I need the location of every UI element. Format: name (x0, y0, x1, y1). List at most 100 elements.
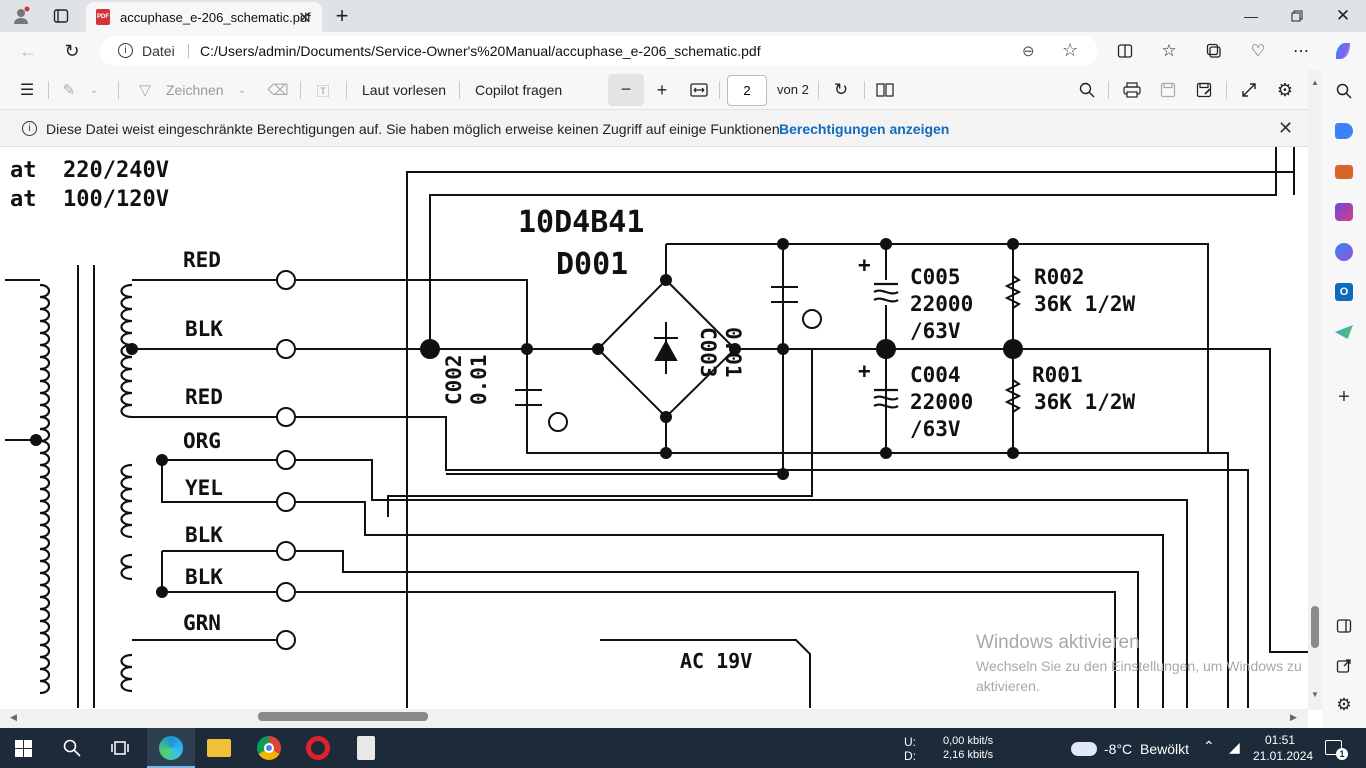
scroll-right-icon[interactable]: ▶ (1290, 712, 1297, 722)
print-icon[interactable] (1121, 79, 1143, 101)
pdf-document-view[interactable]: at 220/240V at 100/120V RED BLK RED ORG … (0, 147, 1308, 709)
fullscreen-icon[interactable] (1238, 79, 1260, 101)
refresh-icon[interactable]: ↻ (64, 40, 80, 61)
net-up-label: U: (904, 735, 916, 749)
weather-cloud-icon[interactable] (1071, 742, 1097, 756)
edge-taskbar-app[interactable] (147, 728, 195, 768)
task-view-icon[interactable] (108, 736, 132, 760)
sidebar-layout-icon[interactable] (1333, 615, 1355, 637)
highlight-dropdown-icon[interactable]: ⌄ (89, 84, 99, 96)
net-down-value: 2,16 kbit/s (943, 749, 994, 761)
clock-time[interactable]: 01:51 (1265, 733, 1296, 747)
close-window-icon[interactable]: ✕ (1335, 6, 1351, 25)
wire-label: BLK (185, 565, 223, 589)
file-explorer-icon[interactable] (207, 739, 231, 757)
vertical-scroll-thumb[interactable] (1311, 606, 1319, 648)
sidebar-settings-icon[interactable]: ⚙ (1336, 695, 1352, 714)
find-icon[interactable] (1076, 79, 1098, 101)
collections-icon[interactable] (1203, 40, 1225, 62)
tab-pdf[interactable]: PDF accuphase_e-206_schematic.pdf ✕ (86, 2, 322, 32)
restore-icon[interactable] (1284, 4, 1310, 28)
favorites-icon[interactable]: ☆ (1161, 41, 1177, 60)
address-row: ← ↻ i Datei C:/Users/admin/Documents/Ser… (0, 32, 1366, 70)
c004-capacitance: 22000 (910, 390, 974, 414)
contents-list-icon[interactable]: ☰ (19, 82, 35, 99)
close-tab-icon[interactable]: ✕ (298, 10, 312, 27)
eraser-icon[interactable]: ⌫ (267, 82, 289, 99)
net-up-value: 0,00 kbit/s (943, 735, 994, 747)
highlight-icon[interactable]: ✎ (62, 82, 76, 99)
taskbar-search-icon[interactable] (60, 736, 84, 760)
permissions-link[interactable]: Berechtigungen anzeigen (779, 121, 950, 137)
schematic-drawing (5, 147, 1308, 708)
open-external-icon[interactable] (1333, 655, 1355, 677)
outlook-icon[interactable]: O (1335, 283, 1353, 301)
scroll-left-icon[interactable]: ◀ (10, 712, 17, 722)
wifi-icon[interactable]: ◢ (1229, 739, 1240, 755)
back-icon[interactable]: ← (19, 40, 37, 61)
horizontal-scroll-thumb[interactable] (258, 712, 428, 721)
draw-button[interactable]: Zeichnen (166, 82, 224, 98)
draw-dropdown-icon[interactable]: ⌄ (237, 84, 247, 96)
settings-gear-icon[interactable]: ⚙ (1276, 79, 1294, 100)
close-infobar-icon[interactable]: ✕ (1278, 118, 1294, 138)
page-number-input[interactable] (727, 75, 767, 106)
opera-icon[interactable] (306, 736, 330, 760)
more-menu-icon[interactable]: ⋯ (1293, 43, 1309, 60)
text-box-icon[interactable]: 🅃 (316, 83, 330, 99)
scroll-up-icon[interactable]: ▲ (1311, 78, 1319, 87)
notifications-icon[interactable] (1325, 740, 1342, 755)
scroll-down-icon[interactable]: ▼ (1311, 690, 1319, 699)
profile-icon[interactable] (8, 4, 34, 28)
copilot-ask-button[interactable]: Copilot fragen (475, 82, 563, 98)
c003-label: C003 (696, 327, 720, 378)
save-icon[interactable] (1157, 79, 1179, 101)
weather-condition[interactable]: Bewölkt (1140, 741, 1190, 757)
vertical-scrollbar[interactable]: ▲ ▼ (1308, 70, 1322, 710)
address-scheme-label: Datei (142, 43, 175, 59)
start-button-icon[interactable] (15, 740, 32, 757)
read-aloud-button[interactable]: Laut vorlesen (362, 82, 447, 98)
tab-title: accuphase_e-206_schematic.pdf (120, 10, 311, 25)
microsoft-365-icon[interactable] (1335, 243, 1353, 261)
zoom-out-icon[interactable]: ⊖ (1022, 43, 1035, 60)
save-as-icon[interactable] (1193, 79, 1215, 101)
weather-temperature[interactable]: -8°C (1104, 741, 1133, 757)
page-view-icon[interactable] (874, 79, 896, 101)
add-sidebar-icon[interactable]: + (1338, 385, 1350, 408)
show-hidden-icons-icon[interactable]: ⌃ (1203, 738, 1215, 754)
address-bar[interactable]: i Datei C:/Users/admin/Documents/Service… (100, 36, 1098, 66)
tab-bar: PDF accuphase_e-206_schematic.pdf ✕ + — … (0, 0, 1366, 32)
draw-icon[interactable]: ▽ (139, 82, 151, 99)
drop-send-icon[interactable] (1335, 325, 1353, 339)
ocr-app-icon[interactable] (357, 736, 375, 760)
chrome-icon[interactable] (257, 736, 281, 760)
favorite-star-icon[interactable]: ☆ (1062, 40, 1079, 60)
info-icon[interactable]: i (118, 43, 133, 58)
address-url[interactable]: C:/Users/admin/Documents/Service-Owner's… (200, 43, 761, 59)
toolbar-divider (300, 81, 301, 99)
rotate-icon[interactable]: ↻ (833, 80, 849, 99)
search-icon[interactable] (1333, 80, 1355, 102)
tab-actions-icon[interactable] (48, 4, 74, 28)
new-tab-icon[interactable]: + (335, 3, 349, 28)
horizontal-scrollbar[interactable]: ◀ ▶ (0, 709, 1308, 728)
browser-essentials-icon[interactable]: ♡ (1250, 43, 1266, 60)
zoom-out-button[interactable]: − (608, 74, 644, 106)
fit-page-icon[interactable] (688, 79, 710, 101)
c002-value: 0.01 (467, 354, 491, 405)
minimize-icon[interactable]: — (1244, 8, 1258, 24)
schematic-voltage-line2: at 100/120V (10, 187, 169, 212)
split-screen-icon[interactable] (1114, 40, 1136, 62)
schematic-voltage-line1: at 220/240V (10, 158, 169, 183)
toolbar-divider (864, 81, 865, 99)
games-icon[interactable] (1335, 203, 1353, 221)
zoom-in-icon[interactable]: + (656, 79, 668, 100)
shopping-tag-icon[interactable] (1335, 123, 1353, 139)
r001-label: R001 (1032, 363, 1083, 387)
copilot-icon[interactable] (1331, 39, 1355, 63)
clock-date[interactable]: 21.01.2024 (1253, 749, 1314, 763)
bridge-reference: D001 (556, 247, 629, 282)
tools-briefcase-icon[interactable] (1335, 165, 1353, 179)
toolbar-divider (118, 81, 119, 99)
